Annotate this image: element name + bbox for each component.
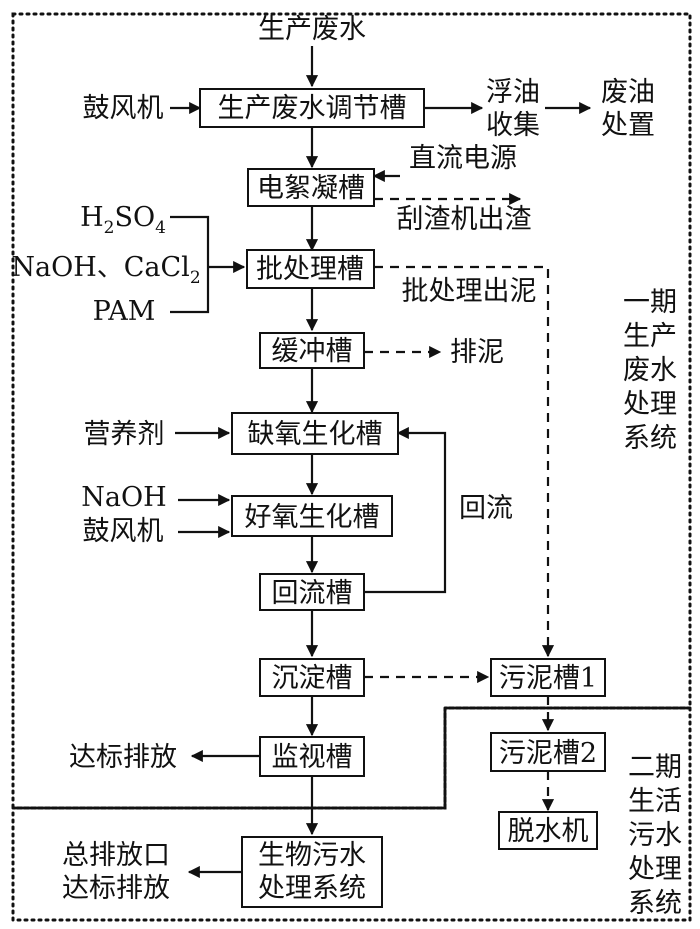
naoh-cacl2-label: NaOH、CaCl2 (11, 252, 200, 288)
reflux-tank-box (259, 573, 365, 611)
sludge-tank-1-box (490, 658, 606, 697)
phase1-system-label-4: 处理 (623, 389, 677, 420)
phase1-system-label-2: 生产 (623, 321, 677, 352)
sludge-tank-2-box (490, 732, 606, 772)
monitoring-tank-label: 监视槽 (272, 742, 353, 773)
sludge-tank-2-label: 污泥槽2 (499, 738, 597, 769)
h2so4-label: H2SO4 (80, 202, 166, 238)
dc-power-label: 直流电源 (409, 143, 517, 174)
phase2-system-label-3: 污水 (628, 820, 682, 851)
discharge-sludge-label: 排泥 (450, 337, 504, 368)
buffer-tank-label: 缓冲槽 (272, 336, 353, 367)
sedimentation-tank-box (259, 658, 365, 697)
monitoring-tank-box (259, 736, 365, 777)
phase1-system-label-3: 废水 (623, 355, 677, 386)
regulating-tank-box (199, 88, 425, 128)
nutrient-label: 营养剂 (84, 419, 165, 450)
reagent-bracket (170, 215, 210, 314)
phase1-system-label-5: 系统 (623, 423, 677, 454)
bio-system-label-2: 处理系统 (258, 873, 366, 904)
scraper-slag-label: 刮渣机出渣 (397, 204, 532, 235)
dewatering-machine-box (498, 811, 598, 850)
float-oil-label-2: 收集 (486, 110, 540, 141)
naoh-label: NaOH (81, 482, 166, 513)
arrow-reflux-loop (364, 426, 447, 594)
reflux-tank-label: 回流槽 (272, 578, 353, 609)
phase2-system-label-2: 生活 (628, 786, 682, 817)
batch-sludge-label: 批处理出泥 (402, 276, 537, 307)
anoxic-tank-label: 缺氧生化槽 (248, 419, 383, 450)
buffer-tank-box (259, 332, 365, 369)
phase2-boundary (11, 706, 692, 922)
outlet-label-1: 总排放口 (62, 840, 170, 871)
outlet-label-2: 达标排放 (62, 873, 170, 904)
phase2-system-label-4: 处理 (628, 854, 682, 885)
batch-tank-label: 批处理槽 (256, 254, 364, 285)
aerobic-tank-label: 好氧生化槽 (245, 502, 380, 533)
float-oil-label-1: 浮油 (486, 77, 540, 108)
blower-mid-label: 鼓风机 (83, 516, 164, 547)
pam-label: PAM (93, 296, 156, 327)
waste-oil-label-2: 处置 (601, 110, 655, 141)
sedimentation-tank-label: 沉淀槽 (272, 663, 353, 694)
reflux-label: 回流 (459, 493, 513, 524)
anoxic-tank-box (231, 412, 399, 455)
waste-oil-label-1: 废油 (601, 77, 655, 108)
bio-system-label-1: 生物污水 (258, 840, 366, 871)
blower-top-label: 鼓风机 (83, 93, 164, 124)
electroflocculation-tank-box (247, 168, 375, 207)
sludge-tank-1-label: 污泥槽1 (499, 663, 597, 694)
compliant-discharge-label: 达标排放 (69, 742, 177, 773)
bio-treatment-system-box (241, 836, 383, 908)
electroflocculation-tank-label: 电絮凝槽 (257, 173, 365, 204)
batch-tank-box (246, 249, 375, 289)
phase2-system-label-1: 二期 (628, 752, 682, 783)
wastewater-source-label: 生产废水 (258, 14, 366, 45)
phase1-system-label-1: 一期 (623, 287, 677, 318)
phase2-system-label-5: 系统 (628, 888, 682, 919)
dewatering-machine-label: 脱水机 (508, 816, 589, 847)
aerobic-tank-box (231, 495, 393, 537)
arrow-batch-to-sludge1 (374, 265, 555, 658)
regulating-tank-label: 生产废水调节槽 (218, 93, 407, 124)
